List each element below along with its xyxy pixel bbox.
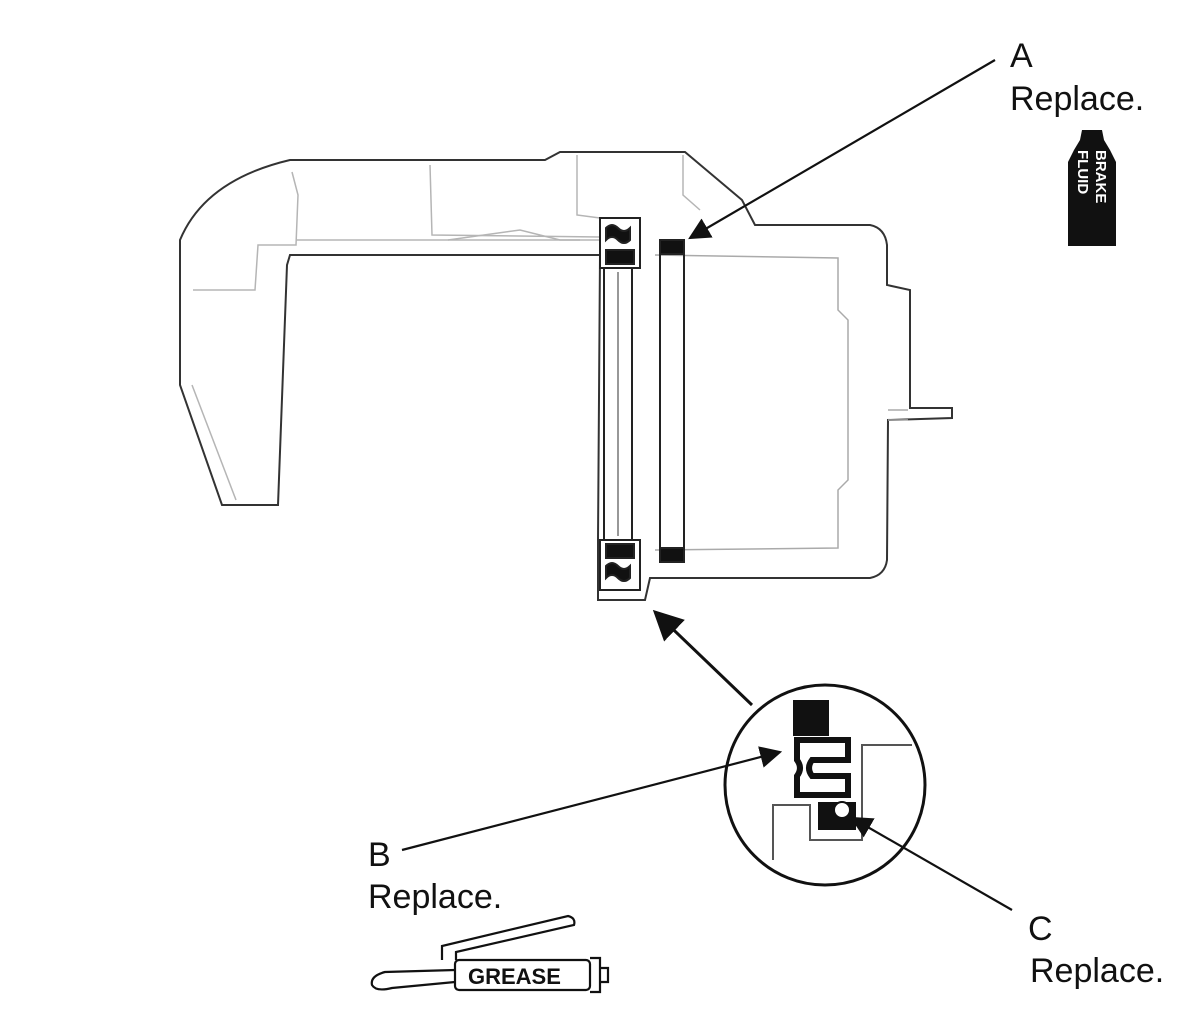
callout-b-text: Replace.: [368, 878, 502, 916]
grease-gun-barrel: [453, 958, 592, 992]
caliper-inner-line: [654, 254, 849, 551]
brake-fluid-bottle-icon: BRAKE FLUID: [1068, 130, 1116, 246]
caliper-body: [179, 151, 953, 601]
magnifier-inner-outline: [772, 744, 912, 860]
piston-seal: [659, 239, 685, 563]
grease-gun-nozzle: [370, 968, 456, 991]
grease-gun-lever: [440, 914, 576, 960]
grease-gun-icon: GREASE: [370, 914, 610, 994]
detail-magnifier: [723, 683, 927, 887]
leader-a: [688, 59, 996, 240]
magnifier-boot-fold: [794, 737, 851, 798]
magnifier-boot-block: [793, 700, 829, 736]
callout-a-text: Replace.: [1010, 80, 1144, 118]
callout-c-letter: C: [1028, 910, 1053, 948]
callout-a-letter: A: [1010, 37, 1033, 75]
callout-c-text: Replace.: [1030, 952, 1164, 990]
caliper-outline: [179, 151, 953, 601]
grease-label: GREASE: [468, 964, 561, 989]
leader-c: [850, 816, 1013, 911]
fluid-label: FLUID: [1074, 150, 1091, 194]
seal-assembly: [599, 217, 685, 591]
callout-b-letter: B: [368, 836, 391, 874]
grease-gun-end-cap: [590, 956, 610, 994]
caliper-detail-lines: [191, 155, 701, 501]
brake-label: BRAKE: [1092, 150, 1109, 203]
leader-lines: [401, 59, 1013, 911]
caliper-step-line: [888, 409, 908, 421]
leader-detail: [652, 609, 754, 707]
leader-b: [401, 746, 783, 852]
